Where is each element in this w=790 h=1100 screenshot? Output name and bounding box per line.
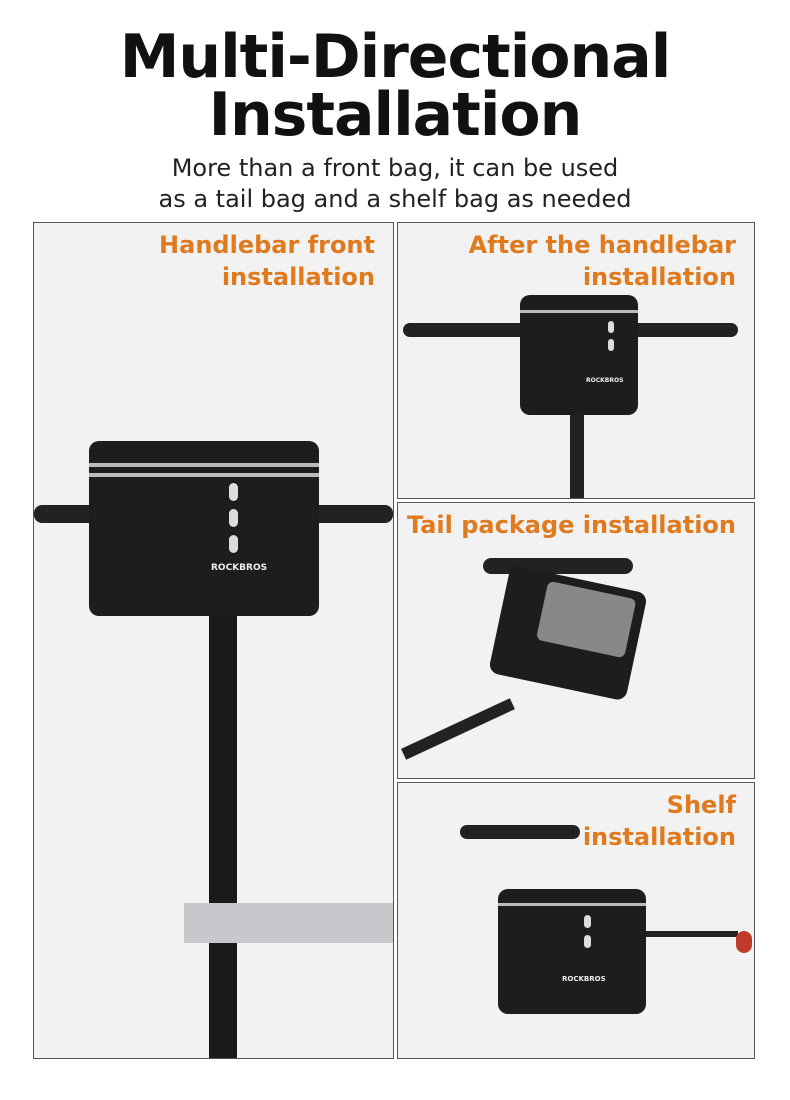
subtitle: More than a front bag, it can be used as … [0,153,790,215]
bag-image [488,564,648,702]
subtitle-line-2: as a tail bag and a shelf bag as needed [158,185,632,213]
brand-logo: ROCKBROS [586,377,624,384]
panel-tail-package: Tail package installation [397,502,755,779]
frame-tube [401,698,515,760]
saddle [460,825,580,839]
bag-image: ROCKBROS [89,441,319,616]
brand-logo: ROCKBROS [211,563,268,573]
bag-image: ROCKBROS [498,889,646,1014]
bag-image: ROCKBROS [520,295,638,415]
stem [209,613,237,1058]
tail-light [736,931,752,953]
brand-logo: ROCKBROS [562,975,606,983]
subtitle-line-1: More than a front bag, it can be used [171,154,619,182]
frame-tube [184,903,393,943]
saddle [483,558,633,574]
title-line-2: Installation [208,80,583,150]
title-line-1: Multi-Directional [119,22,672,92]
panel-label: Tail package installation [406,511,736,539]
rack [618,931,738,937]
stem [570,403,584,498]
